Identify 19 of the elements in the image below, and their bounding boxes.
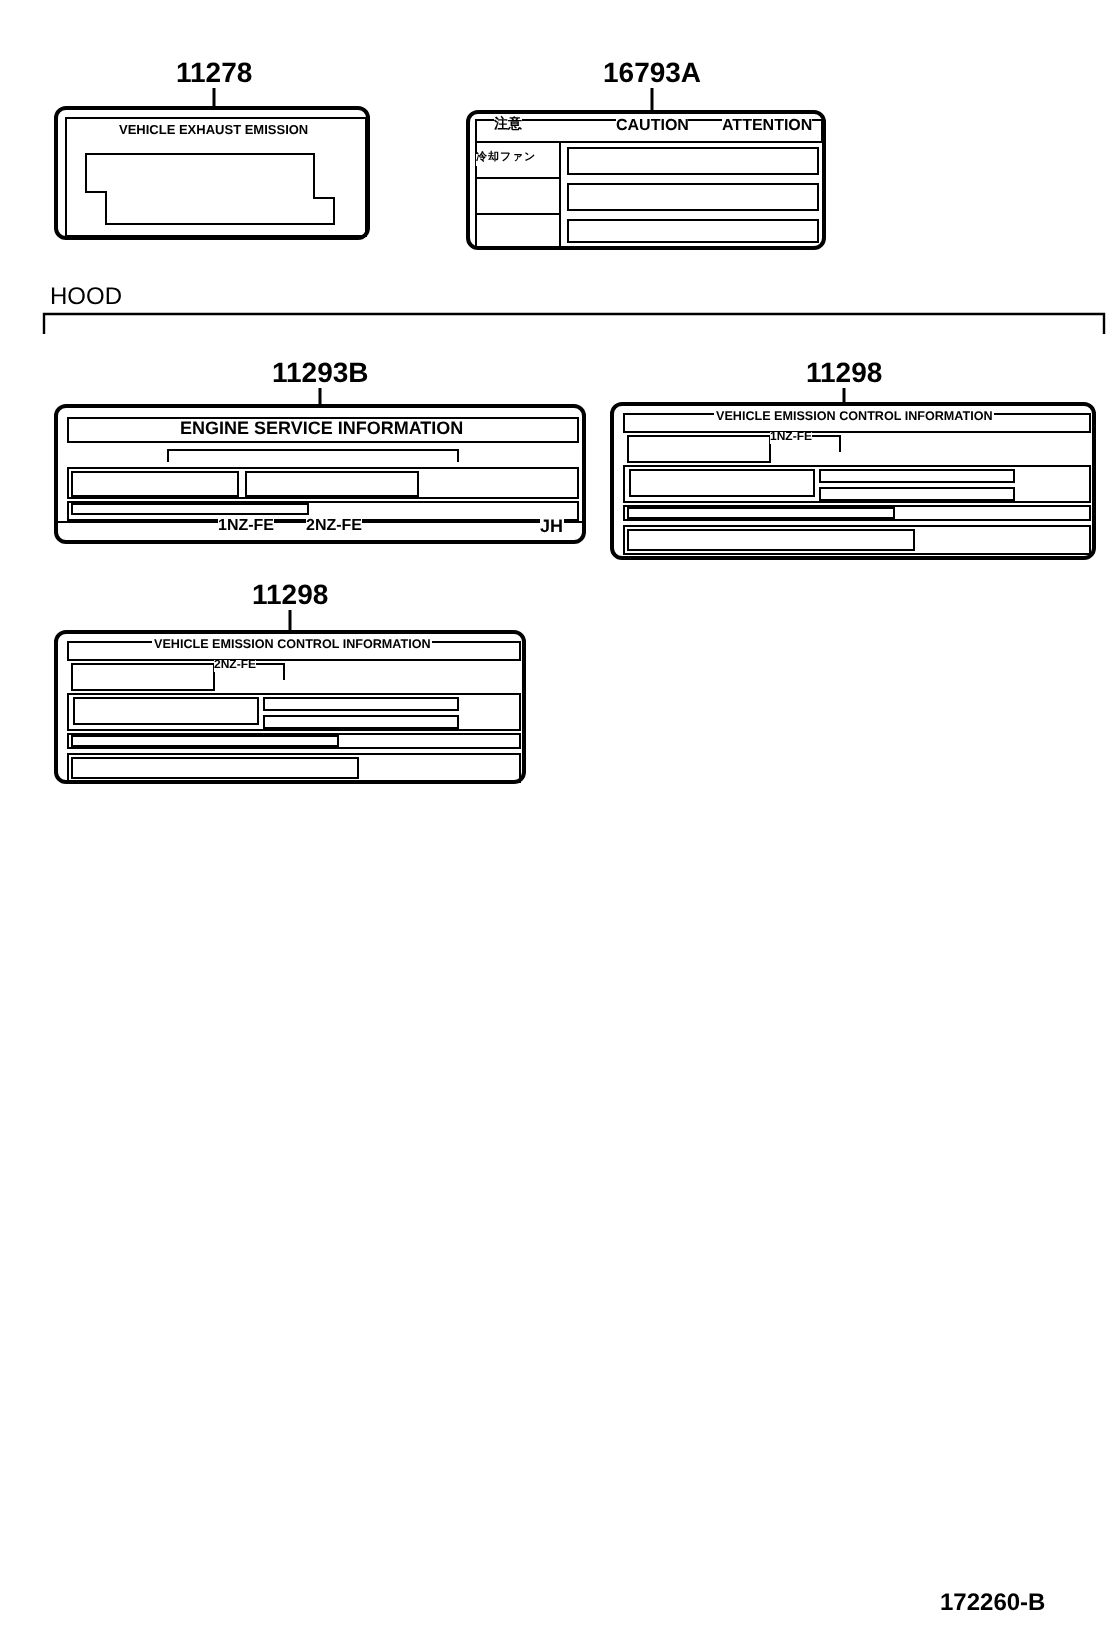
label-text: 1NZ-FE: [218, 518, 274, 534]
callout-number: 11298: [806, 356, 883, 388]
label-text: ENGINE SERVICE INFORMATION: [178, 420, 466, 438]
leader-line: [650, 88, 654, 110]
figure-number: 172260-B: [940, 1588, 1046, 1616]
callout-number: 16793A: [603, 56, 702, 88]
label-text: CAUTION: [616, 118, 689, 134]
leader-line: [288, 610, 292, 630]
section-heading: HOOD: [50, 282, 122, 310]
label-plate: [54, 404, 586, 544]
leader-line: [318, 388, 322, 404]
leader-line: [212, 88, 216, 106]
callout-number: 11293B: [272, 356, 369, 388]
callout-number: 11278: [176, 56, 253, 88]
label-text: ATTENTION: [722, 118, 813, 134]
callout-number: 11298: [252, 578, 329, 610]
leader-line: [842, 388, 846, 402]
label-text: 2NZ-FE: [306, 518, 362, 534]
label-text: JH: [540, 518, 564, 536]
